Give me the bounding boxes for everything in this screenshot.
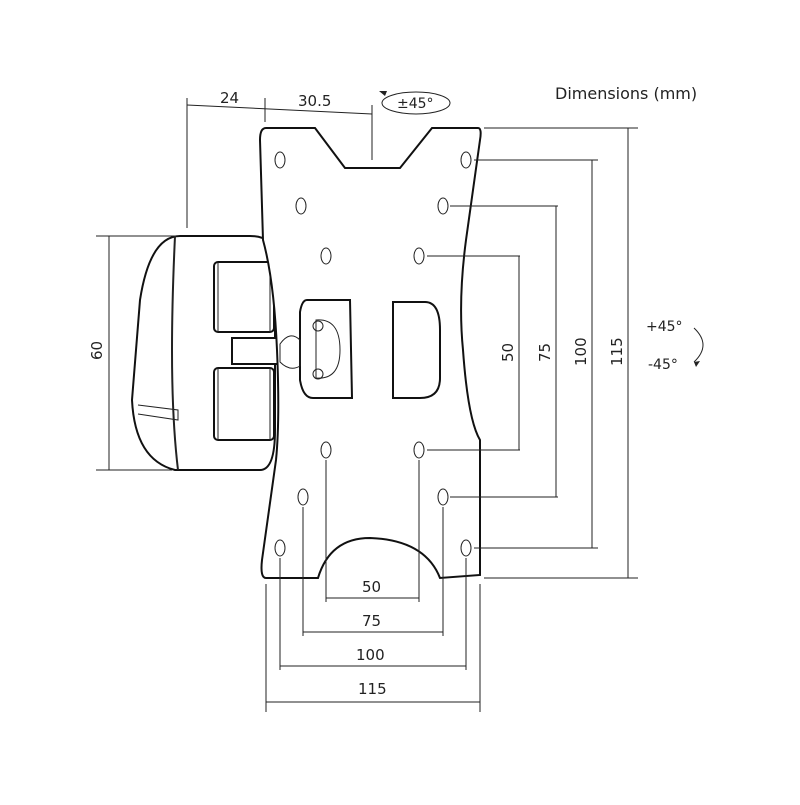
dim-horiz-50: 50 — [362, 578, 381, 596]
top-dimension-lines — [186, 98, 373, 228]
dim-top-30-5: 30.5 — [298, 92, 331, 110]
wall-mount-base — [130, 235, 283, 471]
dim-vert-100: 100 — [572, 337, 590, 366]
dim-horiz-100: 100 — [356, 646, 385, 664]
right-dimension-lines — [427, 127, 638, 579]
bottom-dimension-lines — [265, 460, 481, 712]
dim-vert-50: 50 — [499, 343, 517, 362]
dim-top-24: 24 — [220, 89, 239, 107]
dim-vert-115: 115 — [608, 337, 626, 366]
diagram-title: Dimensions (mm) — [555, 84, 698, 103]
dim-horiz-115: 115 — [358, 680, 387, 698]
tilt-arrow-icon — [693, 327, 704, 367]
dim-tilt-up: +45° — [646, 319, 683, 335]
dim-swivel: ±45° — [397, 96, 434, 112]
dim-vert-75: 75 — [536, 343, 554, 362]
dim-height-60: 60 — [88, 341, 106, 360]
vesa-plate — [258, 127, 482, 580]
left-dimension-lines — [96, 235, 176, 471]
dim-horiz-75: 75 — [362, 612, 381, 630]
swivel-arrow-icon — [379, 91, 451, 115]
dim-tilt-down: -45° — [648, 357, 678, 373]
mounting-holes — [274, 151, 472, 557]
